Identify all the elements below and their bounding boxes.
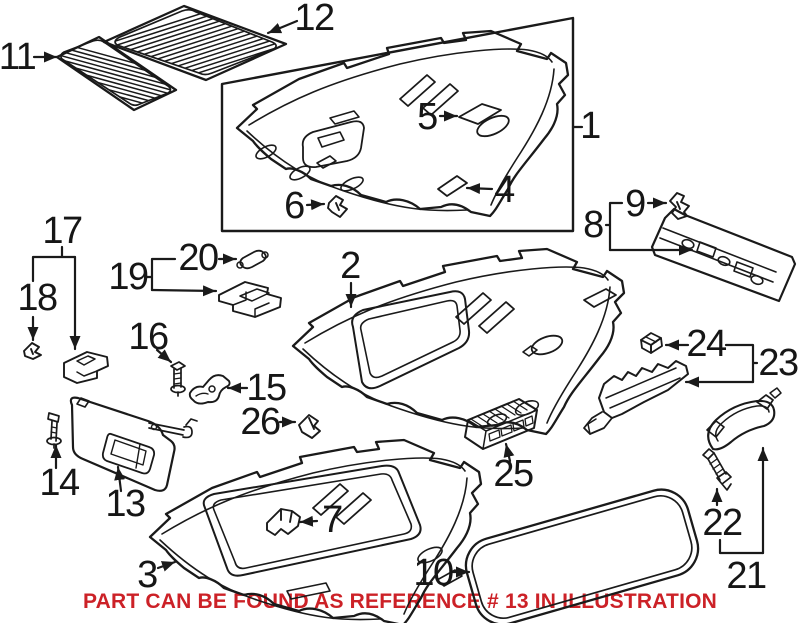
reference-note: PART CAN BE FOUND AS REFERENCE # 13 IN I…	[82, 590, 718, 613]
callout-13: 13	[105, 483, 146, 525]
arrow-19	[150, 285, 218, 297]
sunshade-large-ribs	[115, 9, 277, 75]
grab-handle-21	[706, 387, 782, 451]
arrow-3	[156, 560, 177, 572]
callout-20: 20	[178, 237, 219, 279]
sun-visor-13	[69, 396, 198, 492]
callout-22: 22	[702, 502, 743, 544]
bulb-20	[236, 249, 269, 270]
mounting-rail-23	[583, 360, 689, 435]
arrow-7	[298, 515, 319, 527]
clip-9	[669, 192, 690, 220]
callout-14: 14	[39, 462, 80, 504]
screw-22	[702, 448, 732, 491]
arrow-6	[305, 199, 326, 211]
arrow-16	[155, 348, 173, 364]
callout-24: 24	[686, 323, 727, 365]
bracket-21	[718, 538, 765, 555]
callout-arrows	[27, 19, 769, 578]
callout-26: 26	[240, 401, 281, 443]
clip-6	[327, 195, 348, 218]
vent-grille-25	[464, 398, 538, 450]
callout-2: 2	[340, 245, 361, 287]
clip-18	[23, 342, 42, 360]
part-1-enclosure-box	[220, 16, 575, 233]
rear-trim-panel-8	[650, 207, 797, 303]
callout-12: 12	[294, 0, 335, 39]
mount-17	[63, 351, 109, 384]
clip-24	[640, 332, 663, 354]
arrow-4	[465, 183, 494, 195]
callout-11: 11	[0, 36, 37, 78]
headliner-panel-3	[148, 438, 483, 623]
callout-17: 17	[42, 210, 83, 252]
arrow-12	[266, 19, 299, 35]
callout-1: 1	[580, 105, 601, 147]
callout-4: 4	[494, 169, 515, 211]
sunshade-panel-small	[55, 35, 178, 112]
callout-16: 16	[128, 316, 169, 358]
callout-5: 5	[417, 96, 438, 138]
bracket-23	[724, 343, 759, 384]
bracket-19	[144, 257, 177, 292]
callout-brackets	[31, 125, 765, 555]
callout-8: 8	[583, 204, 604, 246]
arrow-13	[114, 465, 126, 493]
bracket-8	[604, 201, 624, 252]
callout-23: 23	[758, 342, 799, 384]
clip-26	[298, 414, 321, 439]
callout-25: 25	[493, 453, 534, 495]
callout-15: 15	[246, 367, 287, 409]
sunshade-panel-large	[102, 4, 288, 82]
arrow-25	[503, 442, 515, 463]
callout-6: 6	[284, 185, 305, 227]
callout-7: 7	[322, 499, 343, 541]
callout-19: 19	[108, 256, 149, 298]
bracket-17	[31, 245, 77, 283]
callout-9: 9	[625, 183, 646, 225]
dome-lamp-19	[218, 281, 282, 318]
callout-10: 10	[413, 552, 454, 594]
screw-14	[46, 412, 62, 449]
headliner-panel-1	[235, 29, 570, 218]
bracket-7	[266, 508, 301, 536]
screw-16	[170, 361, 186, 397]
callout-18: 18	[17, 277, 58, 319]
sunroof-seal-10	[464, 488, 700, 623]
callout-3: 3	[137, 554, 158, 596]
bracket-15	[188, 374, 231, 405]
callout-21: 21	[726, 555, 767, 597]
